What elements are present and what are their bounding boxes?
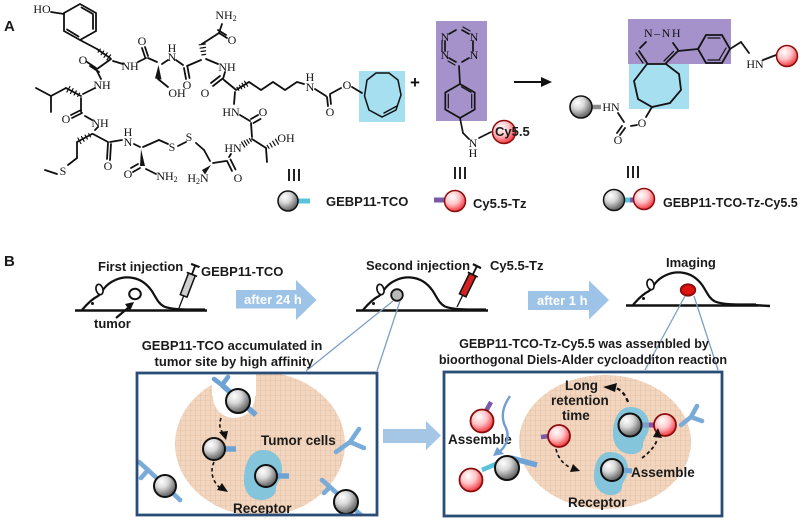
svg-text:O: O [79,53,88,67]
svg-text:Receptor: Receptor [233,501,292,516]
svg-text:Cy5.5-Tz: Cy5.5-Tz [473,196,527,211]
svg-text:O: O [638,116,647,130]
svg-text:NH: NH [93,78,111,92]
svg-text:H2N: H2N [187,171,209,186]
svg-text:O: O [326,105,335,119]
svg-text:N: N [470,30,479,44]
svg-text:N: N [441,30,450,44]
svg-text:O: O [183,78,192,92]
svg-text:retention: retention [551,393,609,408]
svg-text:after 1 h: after 1 h [537,293,588,308]
svg-text:NH2: NH2 [156,169,177,184]
svg-text:HN: HN [602,100,620,114]
svg-text:+: + [410,73,420,92]
svg-text:NH: NH [218,60,236,74]
svg-text:HN: HN [222,105,240,119]
svg-text:H: H [469,146,478,160]
svg-text:A: A [4,18,15,35]
svg-text:Tumor cells: Tumor cells [261,433,336,448]
svg-text:O: O [343,78,352,92]
svg-text:bioorthogonal Diels-Alder cycl: bioorthogonal Diels-Alder cycloadditon r… [439,353,727,367]
svg-text:O: O [201,86,210,100]
svg-text:Assemble: Assemble [631,465,695,480]
svg-text:Cy5.5-Tz: Cy5.5-Tz [490,258,544,273]
svg-text:HN: HN [224,141,242,155]
svg-text:N–NH: N–NH [644,26,682,40]
svg-text:NH: NH [121,59,139,73]
svg-text:O: O [234,171,243,185]
svg-text:NH: NH [91,116,109,130]
svg-text:Second injection: Second injection [366,258,470,273]
svg-text:OH: OH [277,131,295,145]
svg-text:tumor site by high affinity: tumor site by high affinity [155,354,315,369]
svg-text:B: B [4,253,15,270]
svg-text:H: H [306,70,315,84]
svg-text:HN: HN [746,57,764,71]
svg-text:S: S [169,140,176,154]
svg-text:N: N [168,50,177,64]
svg-text:Imaging: Imaging [666,255,716,270]
svg-text:H: H [168,41,177,55]
svg-text:tumor: tumor [94,316,131,331]
svg-text:GEBP11-TCO-Tz-Cy5.5: GEBP11-TCO-Tz-Cy5.5 [663,196,798,210]
svg-text:HO: HO [33,2,51,16]
svg-text:S: S [60,164,67,178]
svg-text:O: O [228,33,237,47]
svg-text:GEBP11-TCO accumulated in: GEBP11-TCO accumulated in [142,338,323,353]
svg-text:O: O [259,105,268,119]
svg-text:O: O [138,34,147,48]
svg-text:N: N [441,48,450,62]
svg-text:H: H [124,125,133,139]
svg-text:N: N [470,48,479,62]
svg-text:Assemble: Assemble [448,432,512,447]
svg-text:Long: Long [565,378,598,393]
svg-text:O: O [124,167,133,181]
svg-text:Receptor: Receptor [568,495,627,510]
svg-text:N: N [469,136,478,150]
svg-text:O: O [62,112,71,126]
svg-text:N: N [124,135,133,149]
svg-text:N: N [306,80,315,94]
svg-text:after 24 h: after 24 h [244,292,302,307]
svg-text:O: O [104,159,113,173]
svg-text:O: O [614,133,623,147]
svg-text:Cy5.5: Cy5.5 [495,124,530,139]
svg-text:First injection: First injection [98,259,183,274]
svg-text:NH2: NH2 [215,8,236,23]
svg-text:OH: OH [168,86,186,100]
svg-text:S: S [186,130,193,144]
svg-text:GEBP11-TCO-Tz-Cy5.5 was assemb: GEBP11-TCO-Tz-Cy5.5 was assembled by [459,337,709,351]
svg-text:GEBP11-TCO: GEBP11-TCO [326,194,408,209]
svg-text:GEBP11-TCO: GEBP11-TCO [201,264,283,279]
svg-text:time: time [562,408,590,423]
